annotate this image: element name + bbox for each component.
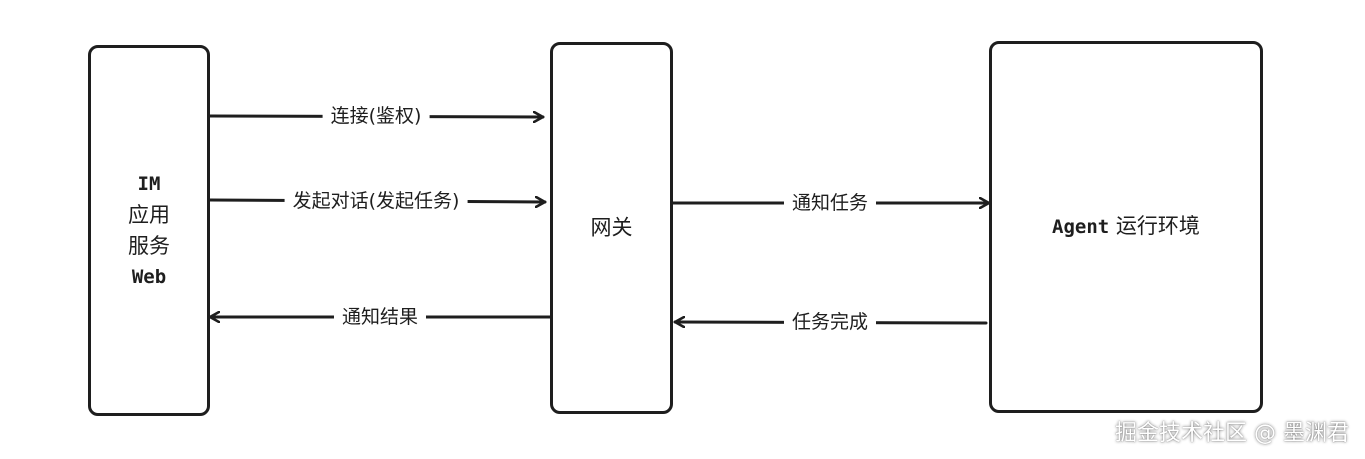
agent-label-latin: Agent (1052, 216, 1110, 238)
agent-label-cn: 运行环境 (1109, 214, 1200, 238)
edge-label-task-done: 任务完成 (783, 310, 877, 334)
edge-label-start-dialog: 发起对话(发起任务) (284, 189, 468, 213)
edge-label-notify-task: 通知任务 (783, 191, 877, 215)
agent-runtime-node: Agent 运行环境 (989, 41, 1263, 413)
edge-label-connect-auth: 连接(鉴权) (322, 104, 430, 128)
im-label-line-4: Web (131, 265, 167, 288)
im-label-line-1: IM (137, 172, 161, 195)
gateway-node: 网关 (550, 42, 673, 414)
edge-label-notify-result: 通知结果 (333, 305, 427, 329)
im-label-line-3: 服务 (128, 233, 170, 258)
agent-runtime-label: Agent 运行环境 (992, 211, 1260, 243)
im-label-line-2: 应用 (128, 202, 170, 227)
watermark: 掘金技术社区 @ 墨渊君 (1115, 421, 1349, 446)
im-web-service-node: IM 应用 服务 Web (88, 45, 210, 416)
gateway-label: 网关 (590, 215, 633, 240)
im-web-service-label: IM 应用 服务 Web (91, 169, 207, 293)
